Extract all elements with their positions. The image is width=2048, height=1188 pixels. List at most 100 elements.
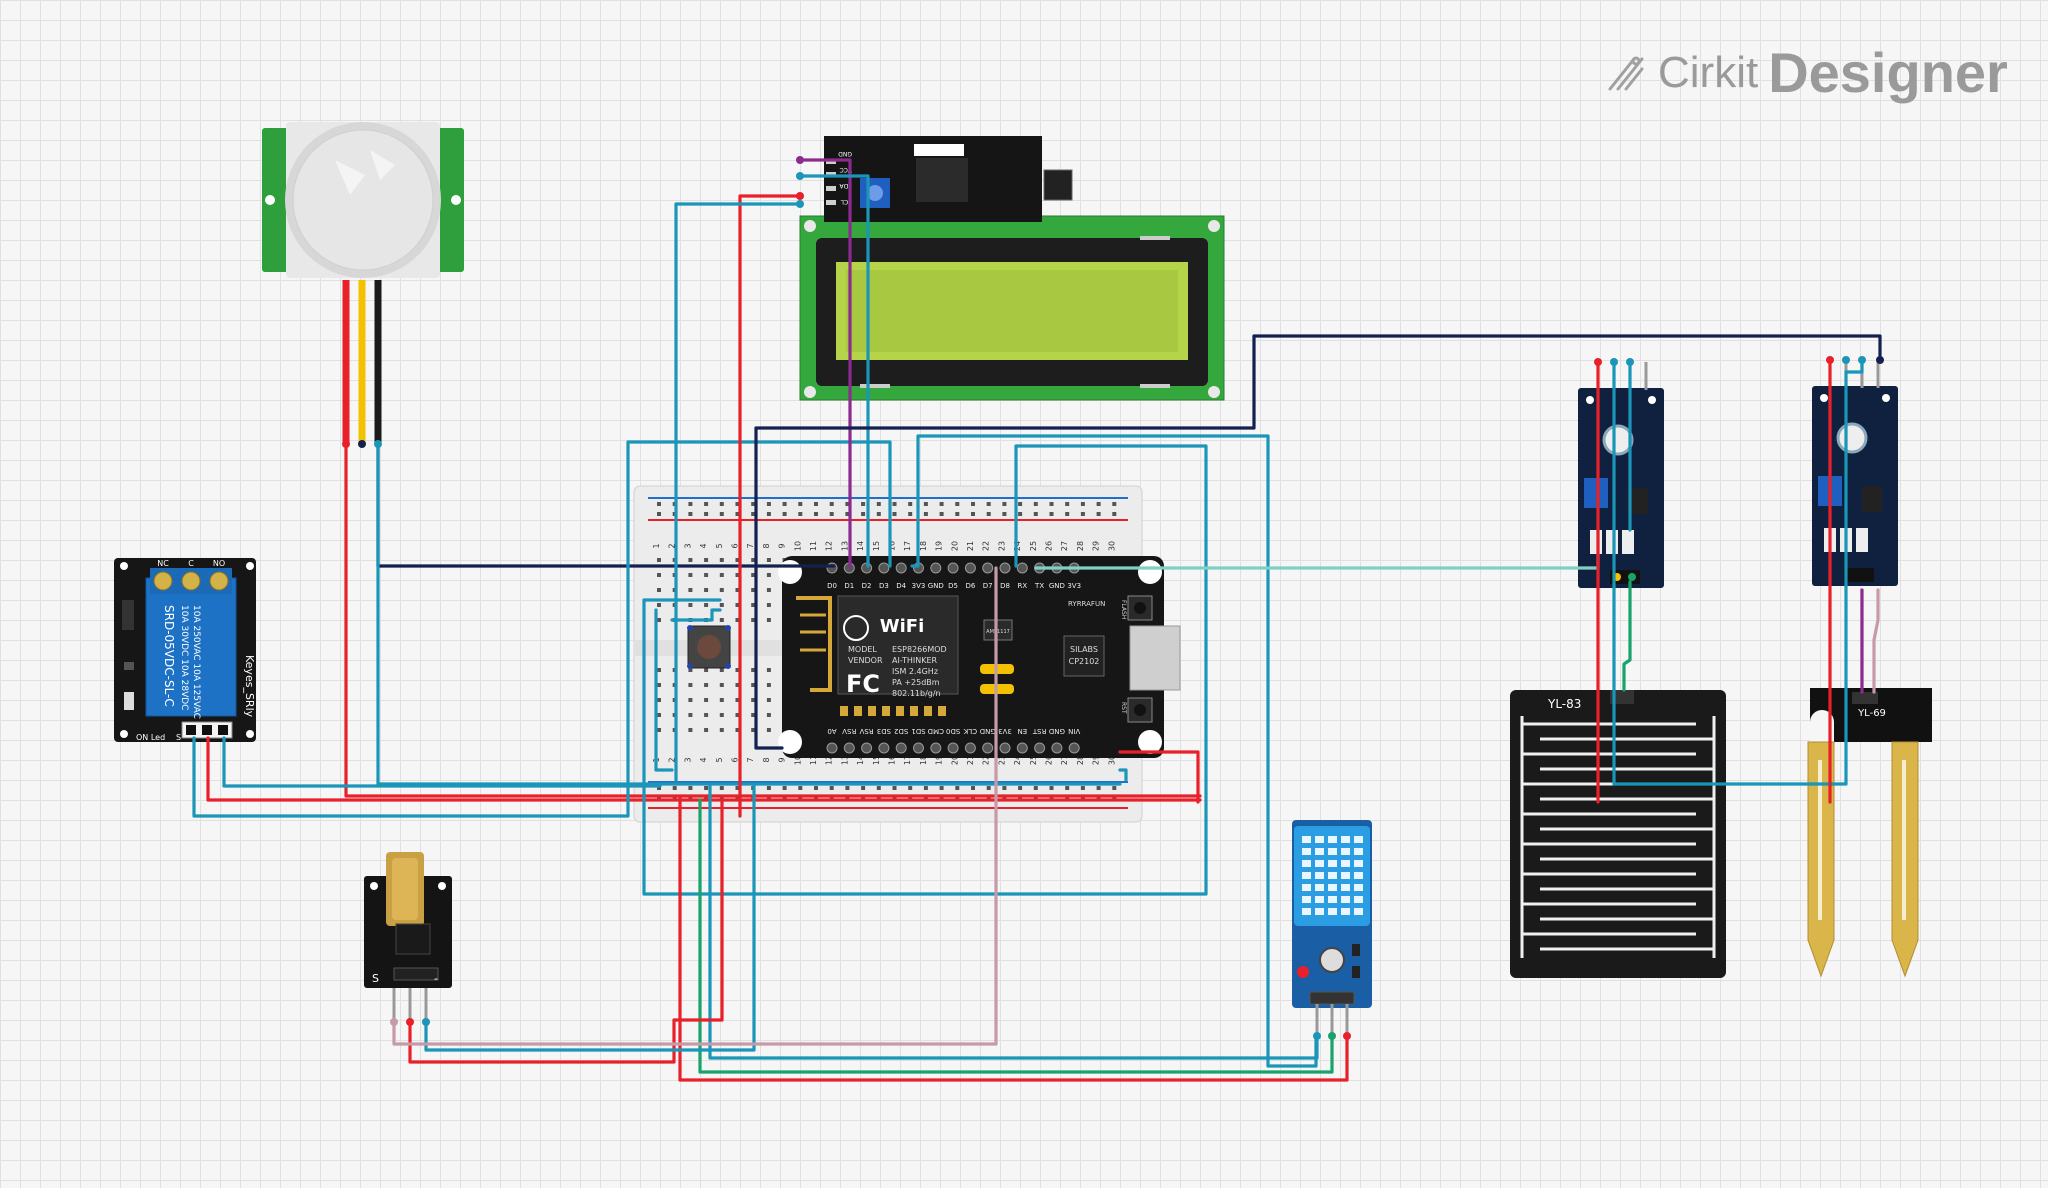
nodemcu-pin[interactable]	[982, 562, 994, 574]
nodemcu-pin[interactable]	[826, 742, 838, 754]
nodemcu-pin[interactable]	[878, 562, 890, 574]
wire-red[interactable]	[738, 194, 802, 818]
soil-moisture-module[interactable]	[1812, 360, 1898, 586]
lcd-16x2-display[interactable]	[799, 215, 1225, 401]
wire-teal[interactable]	[910, 434, 1318, 1068]
nodemcu-pin[interactable]	[947, 562, 959, 574]
wire-endpoint[interactable]	[422, 1018, 430, 1026]
dht-vent-slot	[1315, 836, 1324, 843]
rain-sensor-module[interactable]	[1578, 362, 1664, 588]
wire-navy[interactable]	[754, 334, 1882, 750]
wire-pink[interactable]	[392, 566, 998, 1046]
nodemcu-pin-label: EN	[1017, 727, 1027, 735]
nodemcu-pin-label: D6	[965, 582, 975, 590]
nodemcu-esp8266-board[interactable]: WiFi MODEL VENDOR ESP8266MOD AI-THINKER …	[778, 556, 1181, 758]
nodemcu-pin[interactable]	[1016, 562, 1028, 574]
nodemcu-pin[interactable]	[999, 742, 1011, 754]
wire-endpoint[interactable]	[796, 172, 804, 180]
nodemcu-pin[interactable]	[1034, 742, 1046, 754]
wire-endpoint[interactable]	[1626, 358, 1634, 366]
nodemcu-pin[interactable]	[964, 562, 976, 574]
wire-teal[interactable]	[674, 202, 802, 782]
breadboard-col-number: 8	[762, 757, 771, 762]
relay-rating-1: 10A 250VAC 10A 125VAC	[191, 605, 201, 719]
nodemcu-pin[interactable]	[895, 742, 907, 754]
nodemcu-pin[interactable]	[895, 562, 907, 574]
wire-endpoint[interactable]	[796, 200, 804, 208]
breadboard-col-number: 7	[746, 543, 755, 548]
laser-module[interactable]: S -	[364, 852, 452, 1022]
wire-teal[interactable]	[192, 440, 892, 818]
wire-teal[interactable]	[654, 608, 674, 772]
wire-endpoint[interactable]	[1328, 1032, 1336, 1040]
rain-sensor-plate[interactable]: YL-83	[1510, 690, 1726, 978]
wire-endpoint[interactable]	[406, 1018, 414, 1026]
wire-red[interactable]	[408, 798, 724, 1064]
dht11-sensor[interactable]	[1292, 820, 1372, 1036]
wire-endpoint[interactable]	[1876, 356, 1884, 364]
nodemcu-pin-label: VIN	[1068, 727, 1080, 735]
wire-purple[interactable]	[798, 158, 852, 568]
wire-endpoint[interactable]	[796, 156, 804, 164]
nodemcu-pin[interactable]	[930, 562, 942, 574]
nodemcu-pin[interactable]	[1016, 742, 1028, 754]
soil-moisture-probe[interactable]: YL-69	[1807, 688, 1932, 978]
breadboard-col-number: 22	[982, 755, 991, 765]
wire-red[interactable]	[344, 442, 1202, 798]
relay-module[interactable]: NC C NO 10A 250VAC 10A 125VAC 10A 30VDC …	[114, 558, 256, 742]
wire-teal[interactable]	[1118, 768, 1128, 782]
wire-green[interactable]	[1622, 580, 1632, 692]
nodemcu-pin[interactable]	[930, 742, 942, 754]
nodemcu-pin[interactable]	[913, 742, 924, 754]
wire-red[interactable]	[678, 794, 1349, 1082]
wire-endpoint[interactable]	[358, 440, 366, 448]
nodemcu-pin[interactable]	[982, 742, 994, 754]
relay-terminal-no: NO	[213, 559, 225, 568]
wire-endpoint[interactable]	[1610, 358, 1618, 366]
pir-motion-sensor[interactable]	[262, 122, 464, 444]
usb-chip-model: CP2102	[1069, 657, 1100, 666]
nodemcu-pin[interactable]	[964, 742, 976, 754]
nodemcu-pin-label: D0	[827, 582, 837, 590]
wire-endpoint[interactable]	[1842, 356, 1850, 364]
wire-green[interactable]	[698, 798, 1334, 1074]
nodemcu-pin[interactable]	[843, 742, 855, 754]
dht-vent-slot	[1341, 860, 1350, 867]
nodemcu-pin[interactable]	[878, 742, 890, 754]
wire-teal[interactable]	[222, 736, 662, 788]
wire-pink[interactable]	[1872, 588, 1880, 694]
nodemcu-pin-label: 3V3	[912, 582, 926, 590]
wire-endpoint[interactable]	[1594, 358, 1602, 366]
regulator-label: AMS1117	[986, 629, 1010, 635]
wire-endpoint[interactable]	[1826, 356, 1834, 364]
wire-red[interactable]	[206, 736, 1202, 802]
nodemcu-pin[interactable]	[861, 742, 873, 754]
wire-endpoint[interactable]	[1343, 1032, 1351, 1040]
wire-teal[interactable]	[642, 444, 1208, 896]
nodemcu-pin[interactable]	[1068, 742, 1080, 754]
wire-endpoint[interactable]	[796, 192, 804, 200]
dht-vent-slot	[1302, 872, 1311, 879]
wire-endpoint[interactable]	[1313, 1032, 1321, 1040]
wire-teal[interactable]	[376, 442, 1122, 786]
wire-endpoint[interactable]	[1858, 356, 1866, 364]
wire-red[interactable]	[1118, 750, 1200, 804]
lcd-i2c-backpack[interactable]: GND VCC SDA SCL	[824, 136, 1073, 222]
breadboard-col-number: 17	[903, 755, 912, 765]
wire-teal[interactable]	[708, 784, 1319, 1060]
nodemcu-pin[interactable]	[1051, 742, 1063, 754]
wire-teal[interactable]	[670, 608, 722, 622]
wire-teal[interactable]	[1612, 358, 1864, 786]
nodemcu-pin[interactable]	[947, 742, 959, 754]
laser-minus-label: -	[434, 972, 438, 985]
nodemcu-pin[interactable]	[999, 562, 1011, 574]
wire-endpoint[interactable]	[390, 1018, 398, 1026]
breadboard-col-number: 27	[1060, 755, 1069, 765]
wire-teal[interactable]	[424, 782, 756, 1052]
wire-teal[interactable]	[798, 174, 870, 568]
wire-endpoint[interactable]	[342, 440, 350, 448]
nodemcu-pin-label: RSV	[842, 727, 856, 735]
wire-endpoint[interactable]	[374, 440, 382, 448]
cirkit-designer-logo: Cirkit Designer	[1604, 40, 2008, 105]
push-button[interactable]	[687, 625, 731, 669]
